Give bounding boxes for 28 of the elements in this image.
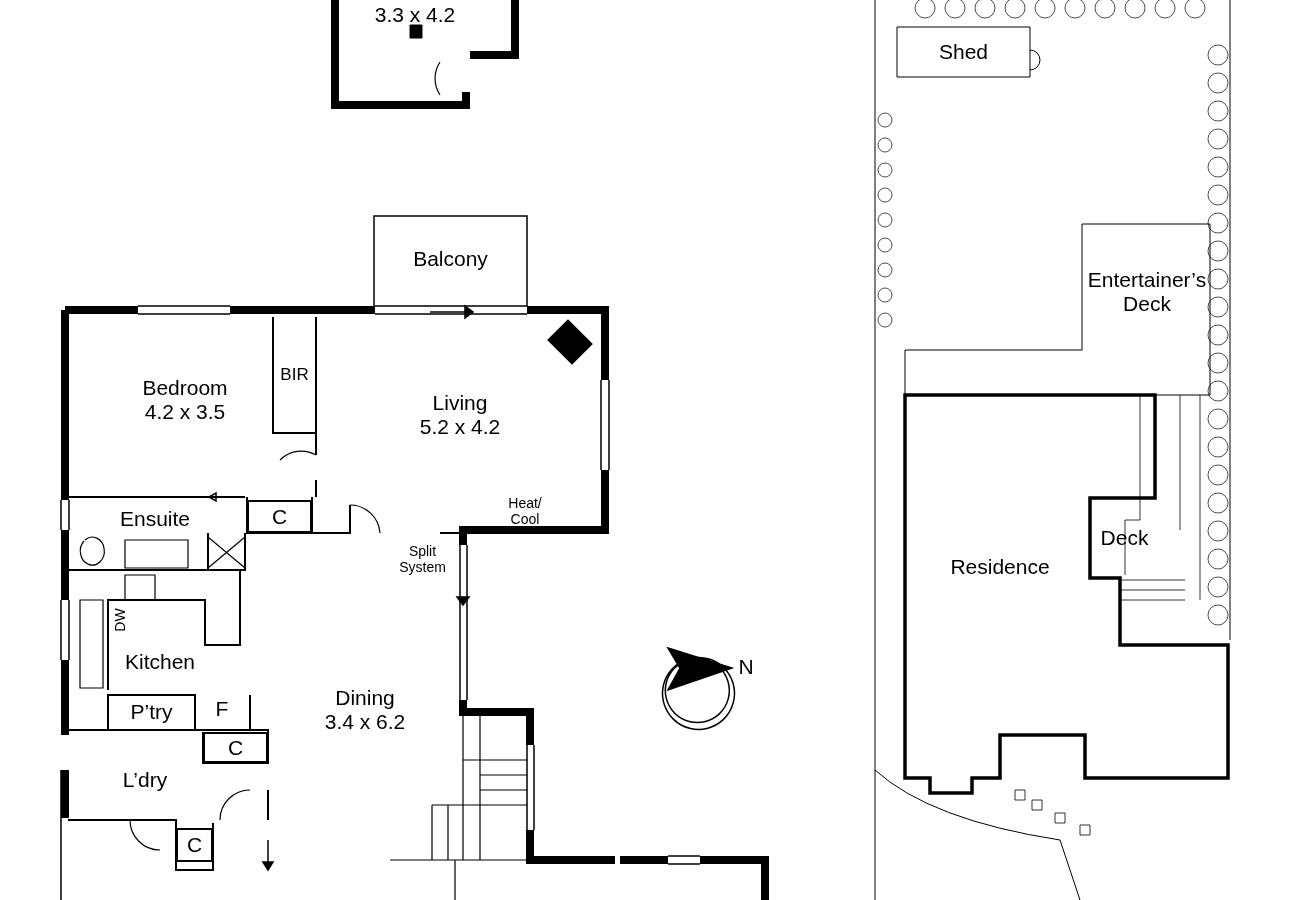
room-name: Living (432, 391, 488, 415)
room-size: 5.2 x 4.2 (419, 415, 501, 439)
room-name: Residence (950, 555, 1050, 579)
room-name: Deck (1100, 526, 1149, 550)
room-name: BIR (280, 364, 309, 386)
room-name: C (271, 504, 288, 529)
room-name: C (186, 833, 203, 857)
room-name: Bedroom (142, 376, 228, 400)
room-name: L’dry (122, 768, 168, 792)
note-label: Split System (398, 543, 447, 575)
room-name: Balcony (413, 246, 488, 271)
cupboard-outline (176, 828, 213, 862)
cupboard-outline (247, 500, 312, 533)
room-size: 4.2 x 3.5 (144, 400, 226, 424)
note-label: Heat/ Cool (507, 495, 543, 527)
cupboard-outline (203, 732, 268, 763)
room-name: Entertainer’s Deck (1086, 268, 1208, 316)
room-name: Ensuite (119, 507, 190, 531)
compass-north-label: N (737, 655, 755, 678)
room-name: Dining (335, 686, 395, 710)
room-name: C (227, 735, 244, 760)
room-name: P’try (130, 700, 173, 724)
room-name: Kitchen (124, 650, 195, 674)
appliance-label: DW (112, 608, 128, 632)
room-size: 3.4 x 6.2 (324, 710, 406, 734)
room-name: F (214, 697, 230, 720)
room-name: 3.3 x 4.2 (374, 3, 456, 27)
room-name: Shed (938, 40, 988, 64)
